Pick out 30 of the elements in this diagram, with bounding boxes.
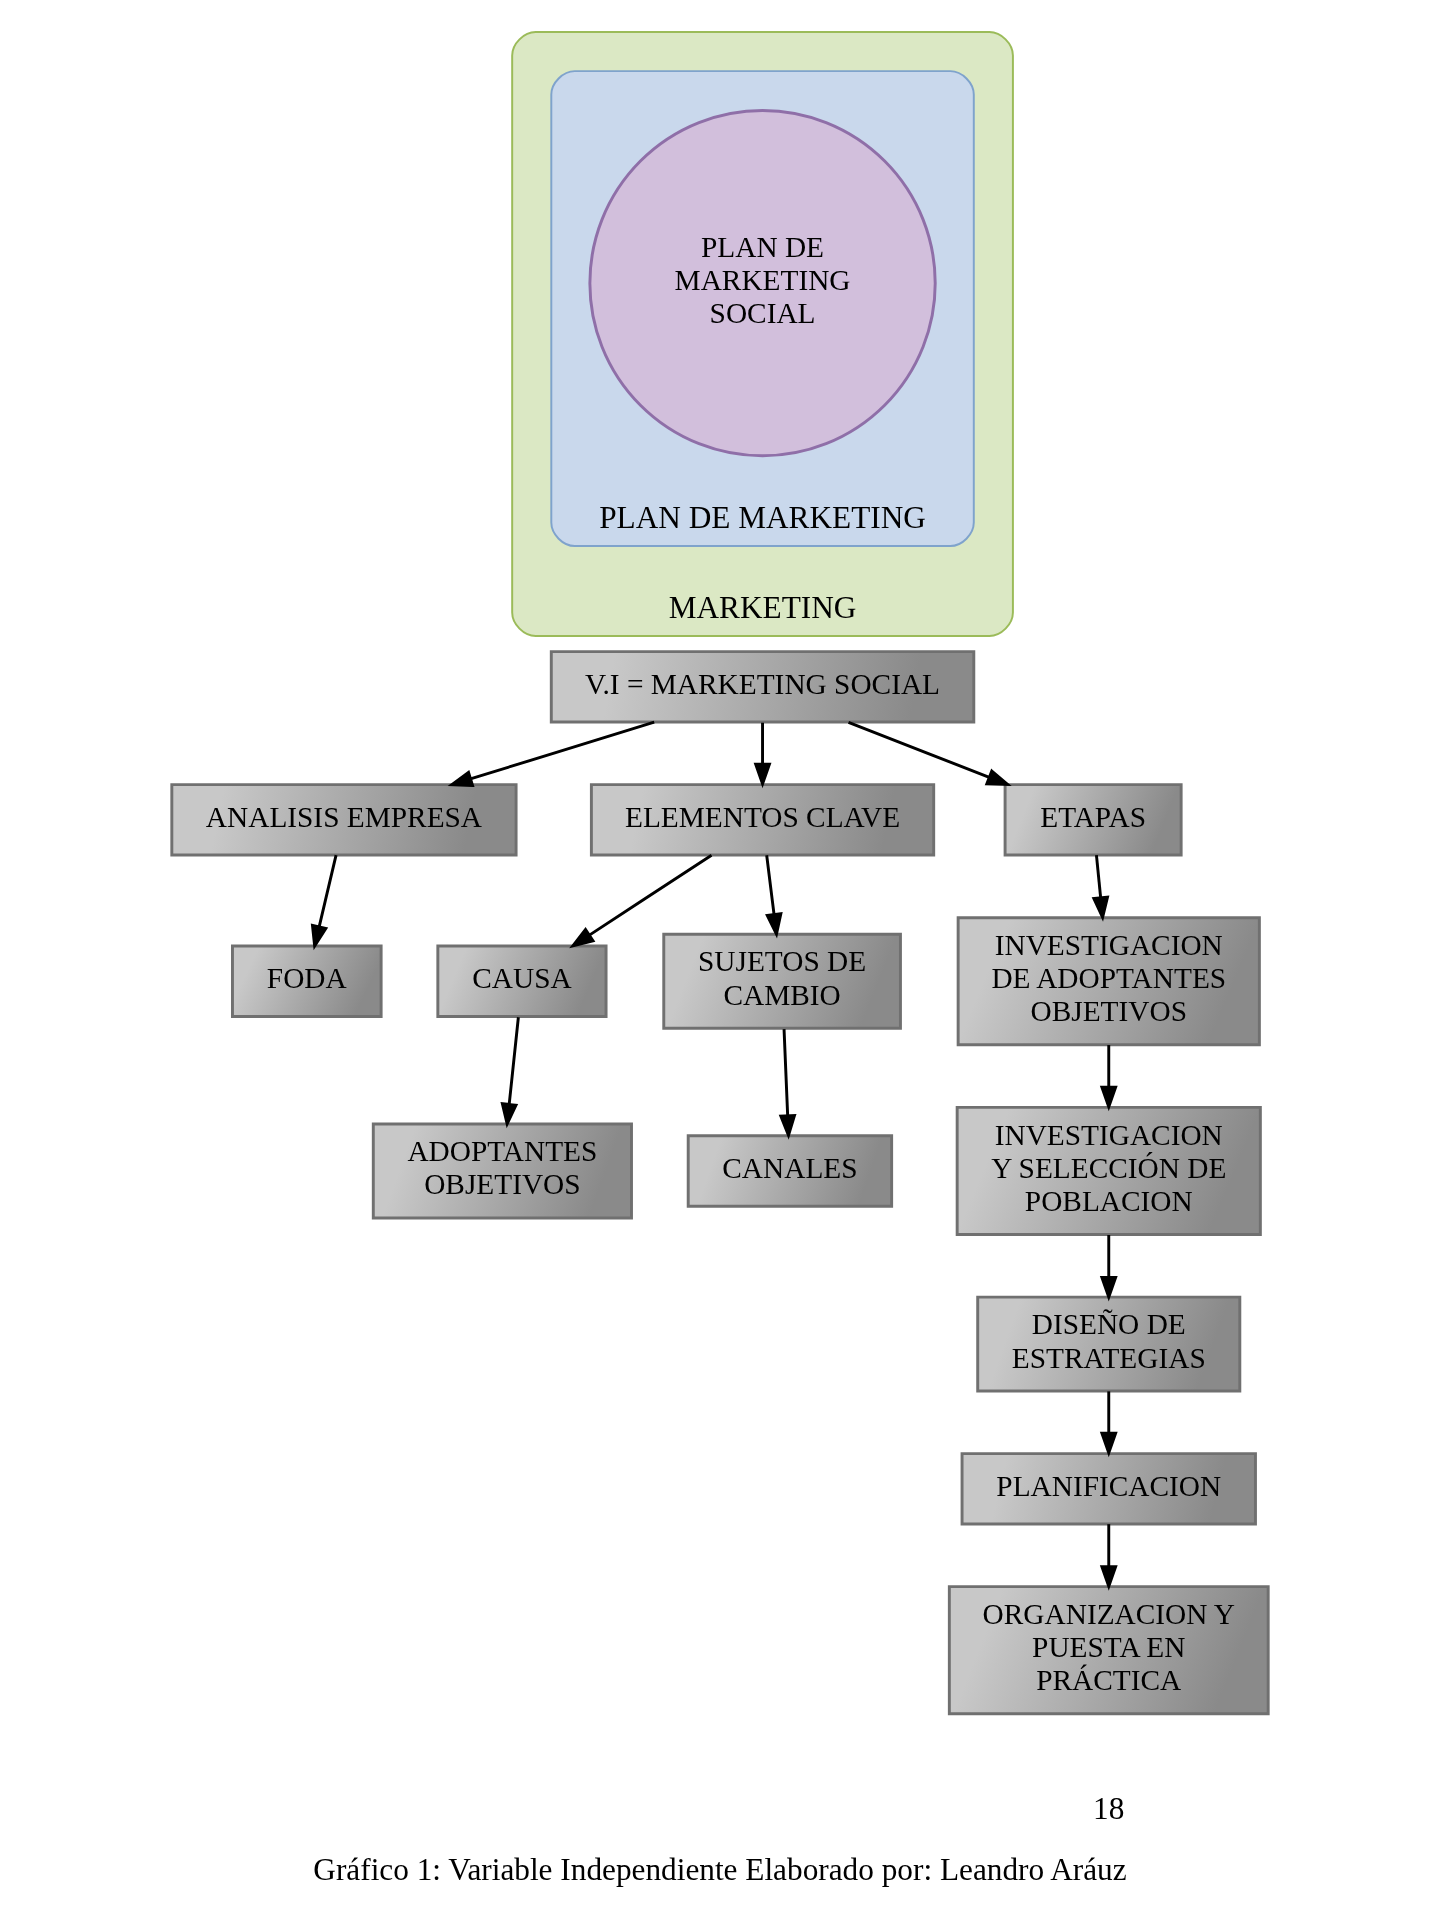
- arrow: [568, 854, 712, 949]
- arrow: [1099, 1234, 1118, 1302]
- node-circle: PLAN DE MARKETING SOCIAL: [587, 109, 937, 458]
- arrow: [499, 1017, 520, 1129]
- node-box: ADOPTANTES OBJETIVOS: [371, 1122, 633, 1220]
- arrow: [447, 720, 655, 787]
- node-box: INVESTIGACION DE ADOPTANTES OBJETIVOS: [956, 916, 1261, 1047]
- caption: Gráfico 1: Variable Independiente Elaborado por: Leandro Aráuz: [312, 1851, 1127, 1887]
- node-box: V.I = MARKETING SOCIAL: [549, 650, 975, 724]
- arrow: [1099, 1391, 1118, 1458]
- node-box: FODA: [230, 944, 383, 1018]
- node-box: ORGANIZACION Y PUESTA EN PRÁCTICA: [947, 1585, 1270, 1716]
- node-box: CANALES: [686, 1134, 893, 1208]
- arrow: [753, 722, 771, 789]
- arrow: [847, 721, 1012, 787]
- node-box: DISEÑO DE ESTRATEGIAS: [975, 1295, 1241, 1393]
- arrow: [1099, 1524, 1118, 1591]
- node-box: ELEMENTOS CLAVE: [589, 783, 935, 857]
- arrow: [310, 854, 337, 951]
- node-box: PLANIFICACION: [960, 1452, 1257, 1526]
- node-box: INVESTIGACION Y SELECCIÓN DE POBLACION: [955, 1105, 1262, 1236]
- arrow: [778, 1029, 797, 1140]
- label: 18: [1092, 1791, 1124, 1826]
- arrow: [1091, 855, 1109, 922]
- node-box: ETAPAS: [1003, 783, 1183, 857]
- node-box: CAUSA: [435, 944, 608, 1018]
- node-box: SUJETOS DE CAMBIO: [661, 932, 902, 1030]
- arrow: [764, 855, 783, 939]
- node-box: ANALISIS EMPRESA: [169, 783, 518, 857]
- arrow: [1099, 1045, 1118, 1112]
